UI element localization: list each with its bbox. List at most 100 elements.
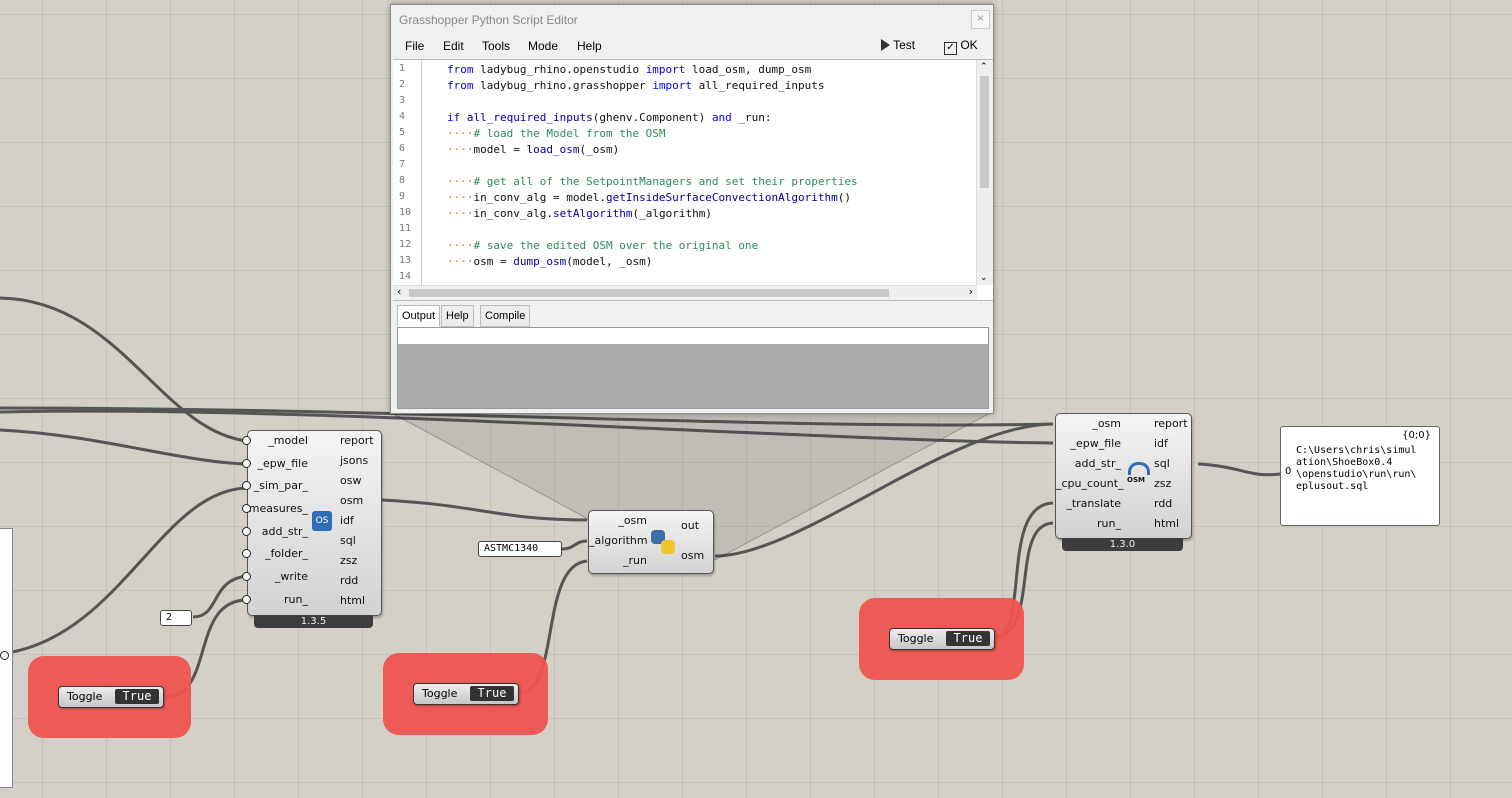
line-number: 11: [399, 223, 412, 234]
toggle-right[interactable]: Toggle True: [889, 628, 995, 650]
version-label: 1.3.5: [254, 615, 373, 628]
input-grip[interactable]: [242, 549, 251, 558]
openstudio-icon: OS: [312, 511, 332, 531]
line-number: 10: [399, 207, 412, 218]
number-panel[interactable]: 2: [160, 610, 192, 626]
menu-bar: File Edit Tools Mode Help Test ✓ OK: [391, 36, 993, 58]
toggle-left[interactable]: Toggle True: [58, 686, 164, 708]
toggle-label: Toggle: [898, 632, 934, 645]
code-line: ····# save the edited OSM over the origi…: [447, 239, 759, 252]
code-line: ····osm = dump_osm(model, _osm): [447, 255, 653, 268]
vertical-scrollbar[interactable]: ⌃ ⌄: [976, 60, 993, 285]
input-grip[interactable]: [242, 572, 251, 581]
ok-button[interactable]: ✓ OK: [944, 38, 978, 55]
output-idf: idf: [340, 514, 354, 527]
input-grip[interactable]: [242, 595, 251, 604]
panel-line: ation\ShoeBox0.4: [1296, 457, 1393, 468]
panel-line: C:\Users\chris\simul: [1296, 445, 1417, 456]
code-line: from ladybug_rhino.openstudio import loa…: [447, 63, 812, 76]
ok-label: OK: [960, 38, 978, 52]
input-grip[interactable]: [242, 459, 251, 468]
scroll-right-icon[interactable]: ›: [968, 285, 973, 298]
line-number: 1: [399, 63, 406, 74]
component-osm-run[interactable]: _model _epw_file _sim_par_ measures_ add…: [247, 430, 382, 628]
input-model: _model: [268, 434, 308, 447]
input-grip[interactable]: [242, 527, 251, 536]
output-jsons: jsons: [340, 454, 369, 467]
scroll-down-icon[interactable]: ⌄: [980, 273, 988, 283]
line-number: 9: [399, 191, 406, 202]
output-html: html: [1154, 517, 1180, 530]
scroll-thumb[interactable]: [980, 76, 989, 188]
code-editor[interactable]: 1 2 3 4 5 6 7 8 9 10 11 12 13 14 from la…: [393, 59, 993, 301]
output-osm: osm: [340, 494, 364, 507]
code-line: ····model = load_osm(_osm): [447, 143, 620, 156]
scroll-left-icon[interactable]: ‹: [397, 285, 402, 298]
algorithm-panel[interactable]: ASTMC1340: [478, 541, 562, 557]
menu-file[interactable]: File: [405, 39, 425, 53]
input-epw-file: _epw_file: [1070, 437, 1122, 450]
tab-compile[interactable]: Compile: [480, 305, 531, 327]
toggle-label: Toggle: [67, 690, 103, 703]
output-osw: osw: [340, 474, 362, 487]
input-grip[interactable]: [242, 504, 251, 513]
menu-help[interactable]: Help: [577, 39, 602, 53]
output-osm: osm: [681, 549, 705, 562]
output-out: out: [681, 519, 700, 532]
output-zsz: zsz: [340, 554, 358, 567]
python-icon: [651, 530, 675, 554]
input-add-str: add_str_: [261, 525, 308, 538]
output-gray-area: [398, 344, 988, 408]
menu-mode[interactable]: Mode: [528, 39, 559, 53]
input-run: _run: [623, 554, 647, 567]
panel-index: 0: [1285, 466, 1292, 477]
play-icon: [881, 39, 890, 51]
test-button[interactable]: Test: [881, 38, 915, 52]
output-sql: sql: [1154, 457, 1170, 470]
line-number: 3: [399, 95, 406, 106]
line-number-gutter: 1 2 3 4 5 6 7 8 9 10 11 12 13 14: [393, 60, 422, 286]
input-translate: _translate: [1066, 497, 1121, 510]
version-label: 1.3.0: [1062, 538, 1183, 551]
python-script-editor[interactable]: Grasshopper Python Script Editor × File …: [390, 4, 994, 414]
line-number: 14: [399, 271, 412, 282]
scroll-thumb[interactable]: [409, 289, 889, 297]
line-number: 5: [399, 127, 406, 138]
horizontal-scrollbar[interactable]: ‹ ›: [393, 285, 977, 300]
close-button[interactable]: ×: [971, 10, 990, 29]
line-number: 13: [399, 255, 412, 266]
code-line: ····in_conv_alg = model.getInsideSurface…: [447, 191, 851, 204]
panel-line: \openstudio\run\run\: [1296, 469, 1417, 480]
input-folder: _folder_: [265, 547, 308, 560]
toggle-value[interactable]: True: [470, 686, 514, 701]
toggle-value[interactable]: True: [115, 689, 159, 704]
left-panel-output-grip[interactable]: [0, 651, 9, 660]
output-zsz: zsz: [1154, 477, 1172, 490]
toggle-middle[interactable]: Toggle True: [413, 683, 519, 705]
input-algorithm: _algorithm: [589, 534, 648, 547]
toggle-value[interactable]: True: [946, 631, 990, 646]
scroll-up-icon[interactable]: ⌃: [980, 62, 988, 72]
input-run: run_: [284, 593, 308, 606]
output-area[interactable]: [397, 327, 989, 409]
input-grip[interactable]: [242, 436, 251, 445]
component-run-osm-idf[interactable]: _osm _epw_file add_str_ _cpu_count_ _tra…: [1055, 413, 1192, 551]
editor-title: Grasshopper Python Script Editor: [399, 13, 578, 27]
input-cpu-count: _cpu_count_: [1056, 477, 1124, 490]
input-add-str: add_str_: [1074, 457, 1121, 470]
osm-icon-label: OSM: [1127, 476, 1145, 484]
input-grip[interactable]: [242, 481, 251, 490]
panel-path-header: {0;0}: [1402, 430, 1431, 441]
menu-edit[interactable]: Edit: [443, 39, 464, 53]
line-number: 4: [399, 111, 406, 122]
tab-output[interactable]: Output: [397, 305, 441, 327]
tab-help[interactable]: Help: [441, 305, 474, 327]
output-report: report: [340, 434, 374, 447]
code-line: from ladybug_rhino.grasshopper import al…: [447, 79, 825, 92]
output-rdd: rdd: [1154, 497, 1173, 510]
component-python-script[interactable]: _osm _algorithm _run out osm: [588, 510, 714, 574]
output-panel[interactable]: {0;0} C:\Users\chris\simul ation\ShoeBox…: [1280, 426, 1440, 526]
osm-icon: OSM: [1126, 462, 1150, 484]
input-measures: measures_: [248, 502, 308, 515]
menu-tools[interactable]: Tools: [482, 39, 511, 53]
